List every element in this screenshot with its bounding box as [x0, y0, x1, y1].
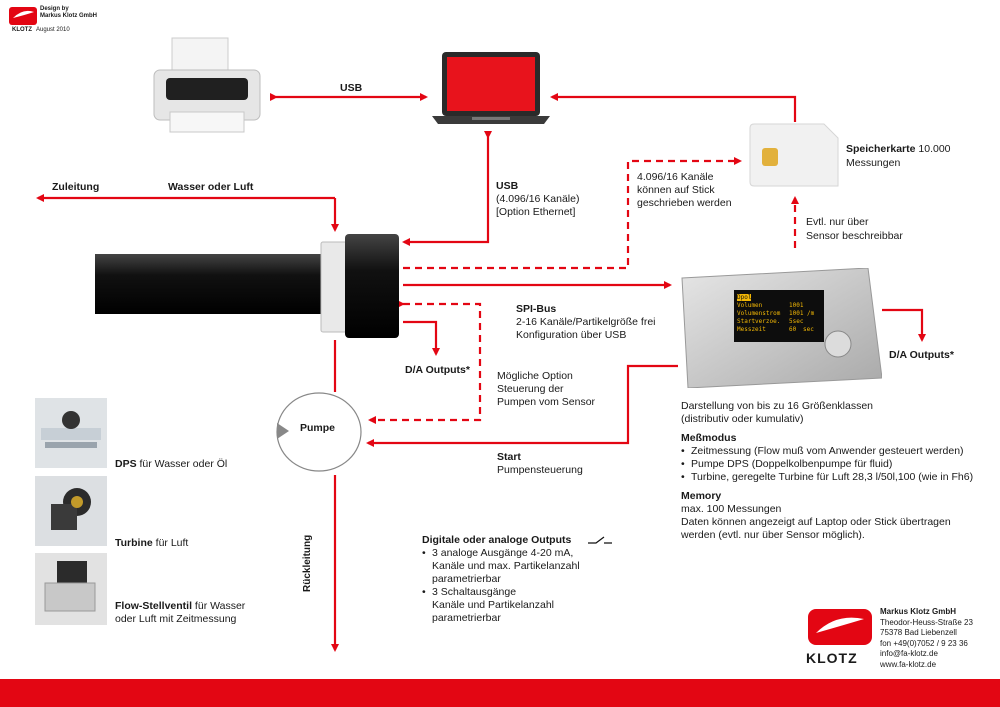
usb-top-label: USB: [340, 82, 363, 94]
messmodus-list: Zeitmessung (Flow muß vom Anwender geste…: [681, 445, 981, 484]
da-outputs-left: D/A Outputs*: [405, 364, 470, 376]
printer-image: [150, 36, 264, 138]
pipe-assembly: [95, 234, 400, 338]
company-email[interactable]: info@fa-klotz.de: [880, 649, 938, 658]
turbine-label: Turbine für Luft: [115, 537, 189, 549]
sensor-box-icon: [681, 267, 883, 389]
pipe-icon: [95, 234, 399, 338]
designer-name: Markus Klotz GmbH: [40, 13, 98, 19]
stick-label: 4.096/16 Kanäle können auf Stick geschri…: [637, 171, 732, 209]
sensor-device: [678, 267, 883, 389]
laptop-image: [432, 50, 550, 128]
rueckleitung-label: Rückleitung: [302, 534, 313, 592]
dps-pump-icon: [41, 411, 101, 448]
da-outputs-right: D/A Outputs*: [889, 349, 954, 361]
zuleitung-label: Zuleitung: [52, 181, 100, 193]
turbine-image: [35, 476, 107, 546]
company-logo: [806, 607, 874, 647]
turbine-icon: [51, 488, 91, 530]
footer-red-bar: [0, 679, 1000, 707]
speicherkarte-label: Speicherkarte 10.000: [846, 143, 951, 155]
dps-image: [35, 398, 107, 468]
klotz-logo-icon: [808, 609, 872, 645]
pumpe-circle: [275, 391, 363, 473]
start-label: Start Pumpensteuerung: [497, 451, 583, 476]
company-logo-text: KLOTZ: [806, 650, 858, 666]
sim-card-icon: [749, 123, 839, 187]
sensor-description: Darstellung von bis zu 16 Größenklassen …: [681, 400, 981, 542]
evtl-line1: Evtl. nur über: [806, 216, 869, 228]
option-label: Mögliche Option Steuerung der Pumpen vom…: [497, 370, 596, 408]
company-web[interactable]: www.fa-klotz.de: [880, 659, 937, 669]
outputs-list: 3 analoge Ausgänge 4-20 mA,Kanäle und ma…: [422, 547, 632, 625]
laptop-icon: [432, 52, 550, 124]
speicherkarte-sub: Messungen: [846, 157, 901, 169]
valve-icon: [44, 561, 96, 612]
header-text: Design by Markus Klotz GmbH: [40, 6, 97, 20]
company-address: Markus Klotz GmbH Theodor-Heuss-Straße 2…: [880, 607, 973, 669]
evtl-line2: Sensor beschreibbar: [806, 230, 903, 242]
switch-icon: [588, 536, 613, 544]
spi-label: SPI-Bus 2-16 Kanäle/Partikelgröße frei K…: [516, 303, 656, 341]
sensor-display-text: Dpol Volumen 1001 Volumenstrom 1001/m St…: [737, 294, 815, 333]
ventil-label: Flow-Stellventil für Wasser oder Luft mi…: [115, 600, 246, 625]
design-by: Design by: [40, 6, 69, 12]
wasser-luft-label: Wasser oder Luft: [168, 181, 254, 193]
header-brand: KLOTZ: [12, 27, 32, 33]
memory-card-image: [748, 122, 840, 190]
outputs-block: Digitale oder analoge Outputs 3 analoge …: [422, 534, 632, 625]
usb-mid-label: USB (4.096/16 Kanäle) [Option Ethernet]: [496, 180, 580, 218]
dps-label: DPS für Wasser oder Öl: [115, 458, 228, 470]
klotz-feather-icon: [9, 7, 37, 25]
header-date: August 2010: [36, 27, 70, 33]
pumpe-label: Pumpe: [300, 422, 336, 434]
header-logo: [8, 6, 38, 26]
outputs-title: Digitale oder analoge Outputs: [422, 534, 632, 547]
ventil-image: [35, 553, 107, 625]
printer-icon: [153, 37, 261, 133]
pump-icon: [276, 392, 362, 472]
